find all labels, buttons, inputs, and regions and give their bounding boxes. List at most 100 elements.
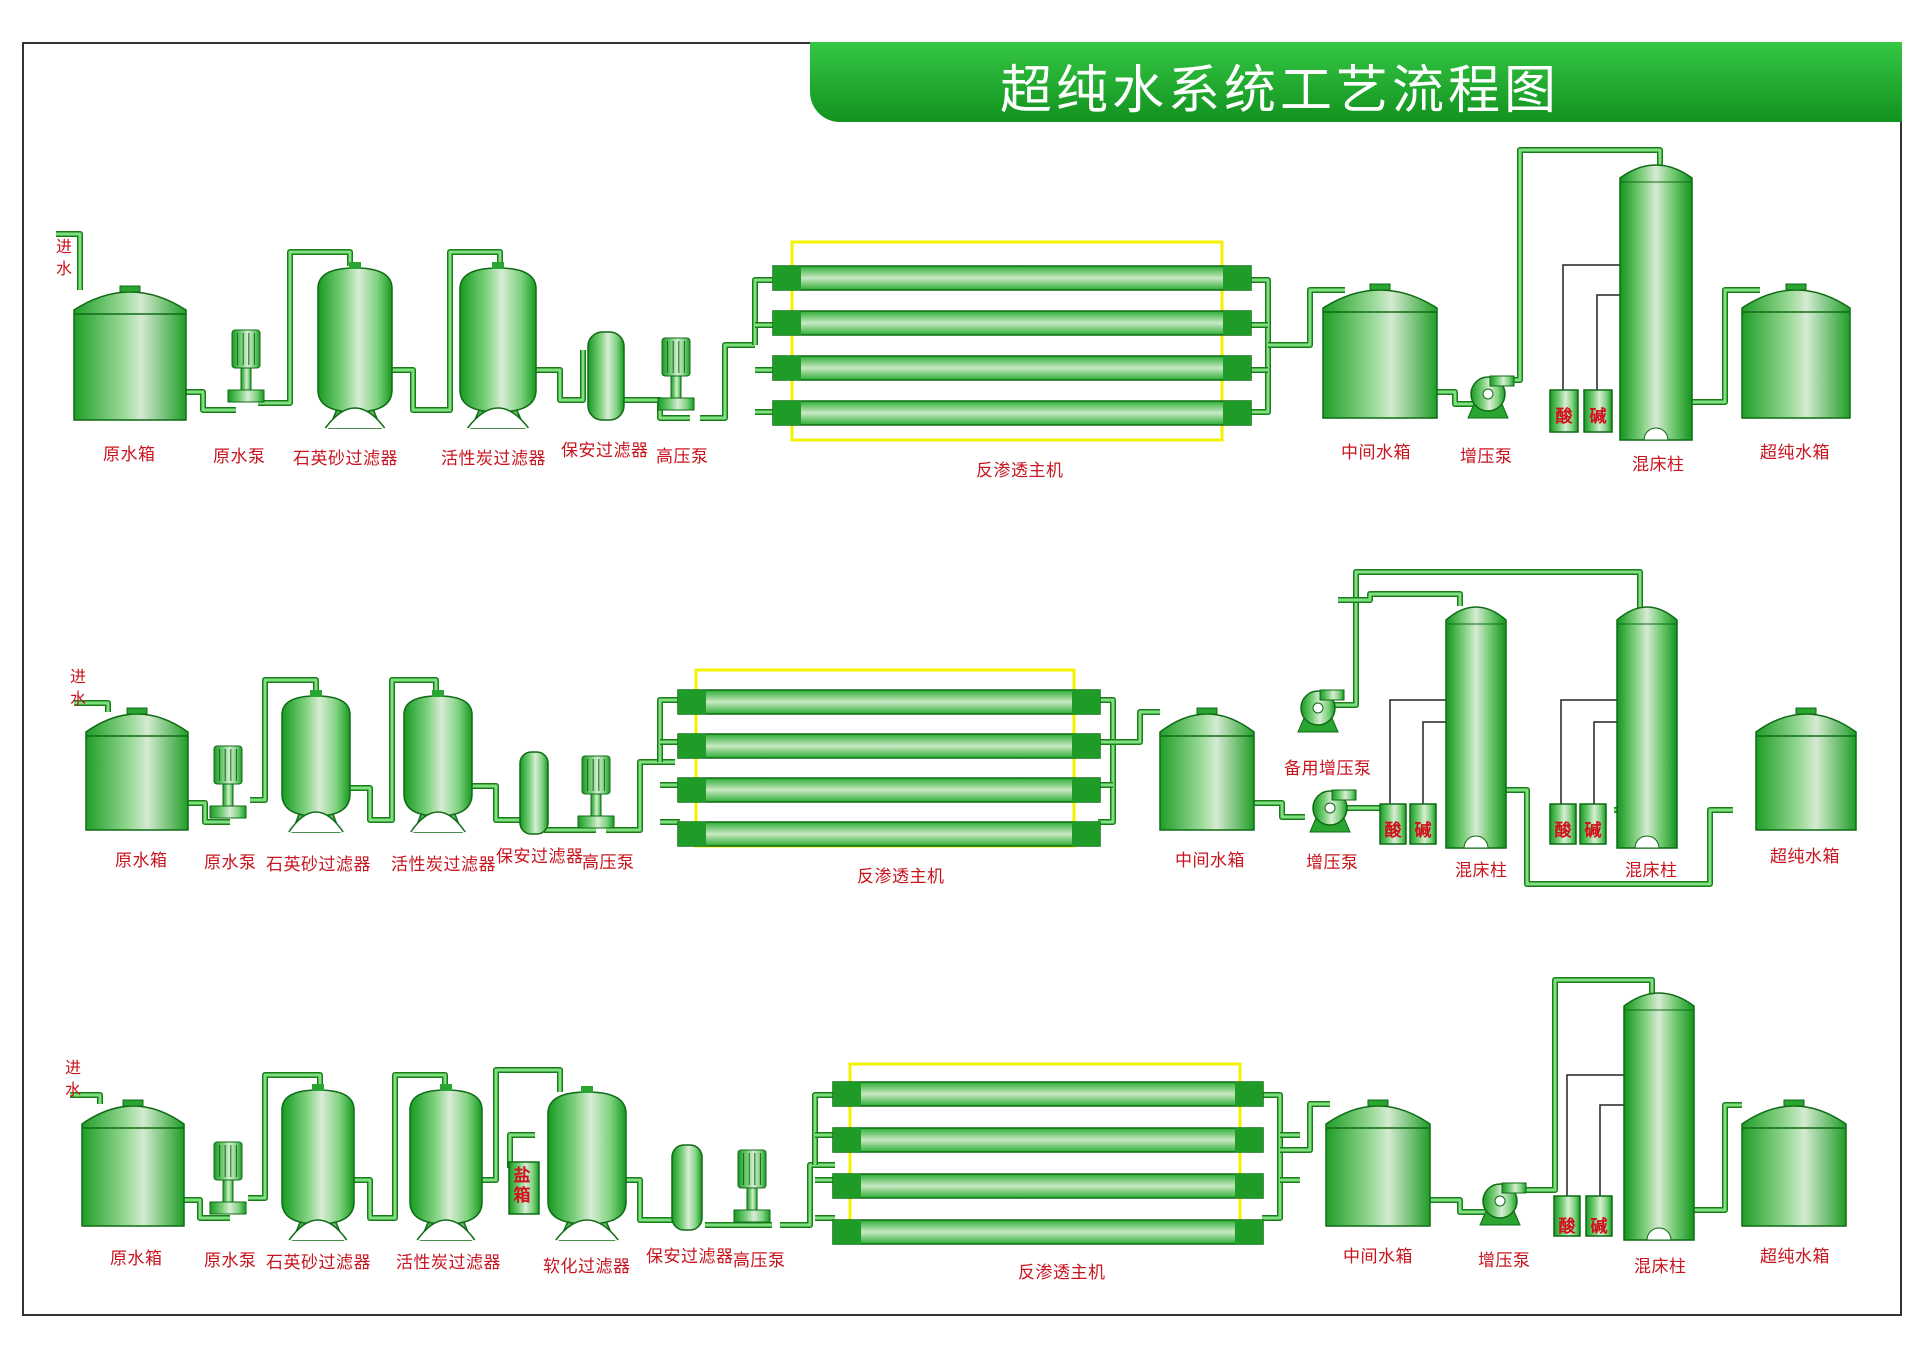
- carbon-filter-label: 活性炭过滤器: [441, 449, 546, 469]
- pipe: [390, 250, 502, 412]
- ro-membrane: [832, 1219, 1264, 1245]
- mixed-bed-column: [1616, 606, 1678, 849]
- intake-label: 进水: [69, 667, 86, 708]
- pipe: [1690, 1102, 1742, 1213]
- pipe: [348, 678, 438, 822]
- sand-filter-label: 石英砂过滤器: [266, 1253, 371, 1273]
- intake-label: 进水: [64, 1058, 81, 1099]
- carbon-filter: [403, 690, 473, 833]
- raw-water-tank: [85, 707, 189, 831]
- pump-icon: [209, 1141, 247, 1215]
- intermediate-tank: [1159, 707, 1255, 831]
- title-banner: 超纯水系统工艺流程图: [810, 42, 1902, 122]
- chemical-tank: [1553, 1195, 1581, 1237]
- chemical-tank: [1549, 389, 1579, 433]
- ro-membrane: [832, 1173, 1264, 1199]
- acid-label: 酸: [1554, 821, 1572, 841]
- pipe: [752, 277, 775, 345]
- pipe: [1428, 390, 1480, 406]
- ro-membrane-cap: [1072, 690, 1100, 714]
- dosing-line: [1389, 699, 1460, 806]
- hp-pump-label: 高压泵: [582, 853, 635, 873]
- pipe: [700, 343, 755, 420]
- ro-membrane: [772, 310, 1252, 336]
- pipe: [1428, 1198, 1490, 1214]
- pipe: [1098, 697, 1116, 825]
- pipe: [1113, 709, 1160, 745]
- ro-membrane: [772, 355, 1252, 381]
- pipe: [184, 1198, 230, 1220]
- security-filter: [519, 751, 549, 835]
- pipe: [1250, 277, 1271, 415]
- pump-icon: [657, 337, 695, 411]
- ro-membrane-cap: [773, 311, 801, 335]
- mid-tank-label: 中间水箱: [1343, 1247, 1413, 1267]
- page-title: 超纯水系统工艺流程图: [1000, 61, 1561, 121]
- ro-membrane-cap: [773, 356, 801, 380]
- raw-tank-label: 原水箱: [103, 445, 156, 465]
- raw-pump-label: 原水泵: [204, 1251, 257, 1271]
- pipe: [56, 232, 82, 290]
- equipment-layer: [73, 164, 1857, 1245]
- ro-membrane-cap: [1235, 1174, 1263, 1198]
- sand-filter: [281, 1084, 355, 1241]
- mixed-bed-2-label: 混床柱: [1625, 861, 1678, 881]
- mixed-bed-label: 混床柱: [1632, 455, 1685, 475]
- pure-water-tank: [1755, 707, 1857, 831]
- raw-tank-label: 原水箱: [115, 851, 168, 871]
- pipe: [626, 1178, 678, 1222]
- dosing-line: [1560, 699, 1632, 806]
- chemical-tank: [1583, 389, 1613, 433]
- mid-tank-label: 中间水箱: [1341, 443, 1411, 463]
- pipe: [1098, 698, 1115, 824]
- pipe: [250, 678, 318, 802]
- ro-membrane-cap: [678, 690, 706, 714]
- boost-pump-label: 增压泵: [1306, 853, 1359, 873]
- ro-frame: [790, 240, 1224, 442]
- ro-membrane-cap: [1072, 778, 1100, 802]
- pipe-network: [56, 147, 1760, 1228]
- pipe: [657, 697, 680, 762]
- spare-pump-label: 备用增压泵: [1284, 759, 1372, 779]
- booster-pump-icon: [1309, 789, 1357, 833]
- pipe: [186, 390, 236, 412]
- ro-membrane-cap: [833, 1174, 861, 1198]
- mixed-bed-1-label: 混床柱: [1455, 861, 1508, 881]
- ro-membrane: [677, 733, 1101, 759]
- pipe: [812, 1092, 835, 1165]
- alkali-label: 碱: [1590, 1217, 1608, 1237]
- intermediate-tank: [1322, 283, 1438, 419]
- pipe: [70, 1093, 102, 1104]
- pipe: [1250, 801, 1305, 819]
- hp-pump-label: 高压泵: [733, 1251, 786, 1271]
- pipe: [1268, 288, 1345, 347]
- pump-icon: [227, 329, 265, 403]
- pipe: [1338, 592, 1462, 606]
- pure-tank-label: 超纯水箱: [1760, 1247, 1830, 1267]
- alkali-label: 碱: [1414, 821, 1432, 841]
- carbon-filter: [459, 262, 537, 429]
- sand-filter-label: 石英砂过滤器: [266, 855, 371, 875]
- ro-membrane-cap: [1235, 1128, 1263, 1152]
- ro-membrane-cap: [678, 778, 706, 802]
- chemical-tank: [1585, 1195, 1613, 1237]
- ro-membrane: [772, 265, 1252, 291]
- raw-pump-label: 原水泵: [213, 447, 266, 467]
- carbon-filter: [409, 1084, 483, 1241]
- pipe: [1250, 800, 1305, 820]
- pipe: [476, 1068, 562, 1182]
- ro-membrane-cap: [1235, 1220, 1263, 1244]
- alkali-label: 碱: [1584, 821, 1602, 841]
- mixed-bed-label: 混床柱: [1634, 1257, 1687, 1277]
- alkali-label: 碱: [1589, 407, 1607, 427]
- ro-membrane-cap: [1223, 311, 1251, 335]
- intake-label: 进水: [55, 237, 72, 278]
- chemical-tank: [1379, 803, 1407, 845]
- mixed-bed-column: [1445, 606, 1507, 849]
- booster-pump-icon: [1467, 375, 1515, 419]
- mixed-bed-column: [1623, 992, 1695, 1241]
- pipe: [508, 1133, 535, 1168]
- pipe: [74, 701, 110, 712]
- ro-label: 反渗透主机: [976, 461, 1064, 481]
- pipe: [186, 801, 230, 824]
